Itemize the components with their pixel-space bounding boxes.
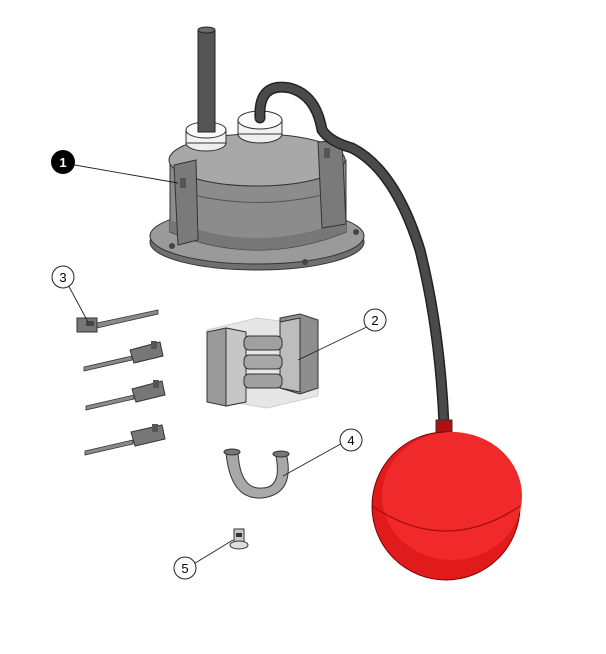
callout-5: 5 [173, 556, 197, 580]
pin-icon [84, 424, 166, 456]
callout-2: 2 [363, 308, 387, 332]
callout-label: 4 [347, 433, 354, 448]
clamp-icon [223, 448, 290, 499]
leader-lines [65, 163, 376, 566]
pin-icon [83, 341, 164, 372]
callout-label: 5 [181, 561, 188, 576]
callout-3: 3 [51, 265, 75, 289]
magnet-block-icon [206, 313, 319, 409]
screw-icon [229, 528, 249, 550]
float-ball-icon [371, 419, 522, 581]
callout-label: 2 [371, 313, 378, 328]
pin-icon [76, 309, 159, 333]
pin-icon [85, 380, 166, 411]
callout-label: 1 [59, 155, 66, 170]
callout-label: 3 [59, 270, 66, 285]
float-switch-housing-icon [149, 26, 365, 271]
callout-4: 4 [339, 428, 363, 452]
callout-1: 1 [51, 150, 75, 174]
